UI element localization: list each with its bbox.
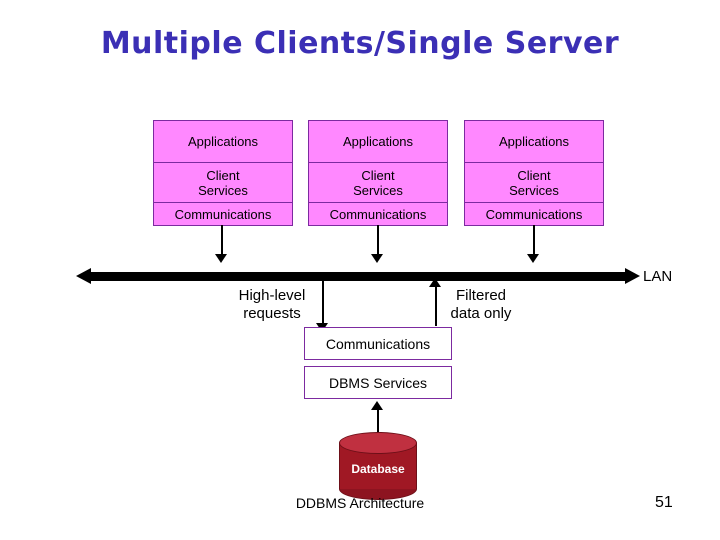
client-3-services-line1: Client xyxy=(517,167,551,183)
connector-dbms-to-database-arrow xyxy=(371,401,383,410)
client-1-communications: Communications xyxy=(154,203,292,225)
connector-dbms-to-database xyxy=(377,410,379,434)
connector-client-2-arrow xyxy=(371,254,383,263)
client-stack-1: Applications Client Services Communicati… xyxy=(153,120,293,226)
client-3-applications: Applications xyxy=(465,121,603,163)
connector-bus-to-server xyxy=(322,281,324,326)
connector-server-to-bus-arrow xyxy=(429,278,441,287)
server-communications-box: Communications xyxy=(304,327,452,360)
page-number: 51 xyxy=(655,494,673,511)
database-cylinder-top xyxy=(339,432,417,454)
lan-bus-arrow-left xyxy=(76,268,91,284)
connector-client-1-arrow xyxy=(215,254,227,263)
connector-client-3 xyxy=(533,225,535,257)
lan-label: LAN xyxy=(643,268,673,285)
annotation-filtered-data-only: Filtered data only xyxy=(441,287,521,323)
client-stack-2: Applications Client Services Communicati… xyxy=(308,120,448,226)
client-2-communications: Communications xyxy=(309,203,447,225)
annotation-high-level-requests-line1: High-level xyxy=(238,287,306,304)
client-3-communications: Communications xyxy=(465,203,603,225)
client-1-services-line1: Client xyxy=(206,167,240,183)
lan-bus-arrow-right xyxy=(625,268,640,284)
server-dbms-services-box: DBMS Services xyxy=(304,366,452,399)
client-1-applications: Applications xyxy=(154,121,292,163)
annotation-filtered-data-only-line1: Filtered xyxy=(455,287,507,304)
connector-client-1 xyxy=(221,225,223,257)
client-3-services-line2: Services xyxy=(509,182,559,198)
client-2-services-line2: Services xyxy=(353,182,403,198)
connector-server-to-bus xyxy=(435,281,437,326)
annotation-filtered-data-only-line2: data only xyxy=(450,305,512,322)
database-cylinder: Database xyxy=(339,432,417,500)
connector-client-3-arrow xyxy=(527,254,539,263)
client-2-services: Client Services xyxy=(309,163,447,203)
annotation-high-level-requests-line2: requests xyxy=(243,305,301,322)
page-title: Multiple Clients/Single Server xyxy=(100,26,620,61)
client-1-services-line2: Services xyxy=(198,182,248,198)
client-2-services-line1: Client xyxy=(361,167,395,183)
footer-text: DDBMS Architecture xyxy=(295,495,425,511)
client-3-services: Client Services xyxy=(465,163,603,203)
client-1-services: Client Services xyxy=(154,163,292,203)
database-label: Database xyxy=(351,462,405,476)
lan-bus xyxy=(88,272,628,281)
annotation-high-level-requests: High-level requests xyxy=(226,287,318,323)
client-2-applications: Applications xyxy=(309,121,447,163)
connector-client-2 xyxy=(377,225,379,257)
client-stack-3: Applications Client Services Communicati… xyxy=(464,120,604,226)
